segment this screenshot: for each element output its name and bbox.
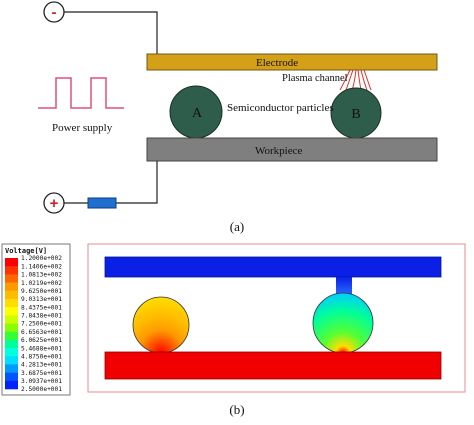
legend-swatch <box>5 315 18 324</box>
legend-swatch <box>5 266 18 275</box>
workpiece-label: Workpiece <box>255 145 302 157</box>
legend-swatch <box>5 258 18 267</box>
positive-terminal: + <box>43 192 65 214</box>
legend-swatch <box>5 380 18 390</box>
legend-value: 8.4375e+001 <box>21 304 62 311</box>
simulated-electrode <box>104 256 442 278</box>
power-supply-label: Power supply <box>52 122 113 134</box>
semiconductor-particles-label: Semiconductor particles <box>227 102 334 114</box>
particle-a-label: A <box>192 106 203 121</box>
workpiece <box>146 137 438 162</box>
resistor <box>87 197 117 209</box>
caption-b: (b) <box>229 402 244 417</box>
panel-a: - Electrode Plasma channel Power supply … <box>38 1 438 234</box>
legend-value: 1.2000e+002 <box>21 255 62 262</box>
negative-terminal: - <box>43 1 65 23</box>
legend-swatch <box>5 298 18 308</box>
caption-a: (a) <box>230 219 244 234</box>
legend-swatches <box>5 258 18 390</box>
negative-wire <box>64 11 158 54</box>
legend-swatch <box>5 307 18 316</box>
legend-value: 4.2813e+001 <box>21 362 62 369</box>
particle-b-label: B <box>351 107 360 122</box>
positive-wire <box>64 161 158 204</box>
legend-value: 5.4688e+001 <box>21 345 62 352</box>
legend-swatch <box>5 290 18 300</box>
minus-sign: - <box>52 4 57 21</box>
simulated-workpiece <box>104 351 442 380</box>
legend-swatch <box>5 364 18 373</box>
legend-swatch <box>5 331 18 341</box>
legend-swatch <box>5 323 18 332</box>
legend-swatch <box>5 372 18 382</box>
legend-value: 9.6250e+001 <box>21 288 62 295</box>
legend-value: 3.0937e+001 <box>21 378 62 385</box>
legend-value: 6.6563e+001 <box>21 329 62 336</box>
legend-value: 3.6875e+001 <box>21 370 62 377</box>
legend-swatch <box>5 282 18 292</box>
legend-value: 2.5000e+001 <box>21 386 62 393</box>
legend-title: Voltage[V] <box>5 247 47 255</box>
legend-value: 1.0219e+002 <box>21 280 62 287</box>
pulse-waveform <box>38 77 124 109</box>
plus-sign: + <box>50 195 59 212</box>
simulated-plasma-channel <box>336 277 352 295</box>
legend-value: 6.0625e+001 <box>21 337 62 344</box>
simulated-particle-a <box>132 296 190 354</box>
simulated-particle-b <box>312 292 374 354</box>
legend-value: 4.8750e+001 <box>21 353 62 360</box>
legend-swatch <box>5 274 18 283</box>
legend-swatch <box>5 348 18 357</box>
legend-value: 1.1406e+002 <box>21 263 62 270</box>
legend-value: 7.2500e+001 <box>21 321 62 328</box>
legend-swatch <box>5 339 18 349</box>
electrode <box>146 53 438 71</box>
legend-swatch <box>5 356 18 365</box>
legend-value: 7.8438e+001 <box>21 313 62 320</box>
legend-value: 1.0813e+002 <box>21 272 62 279</box>
legend-value: 9.0313e+001 <box>21 296 62 303</box>
electrode-label: Electrode <box>256 57 298 69</box>
plasma-label: Plasma channel <box>282 73 348 84</box>
